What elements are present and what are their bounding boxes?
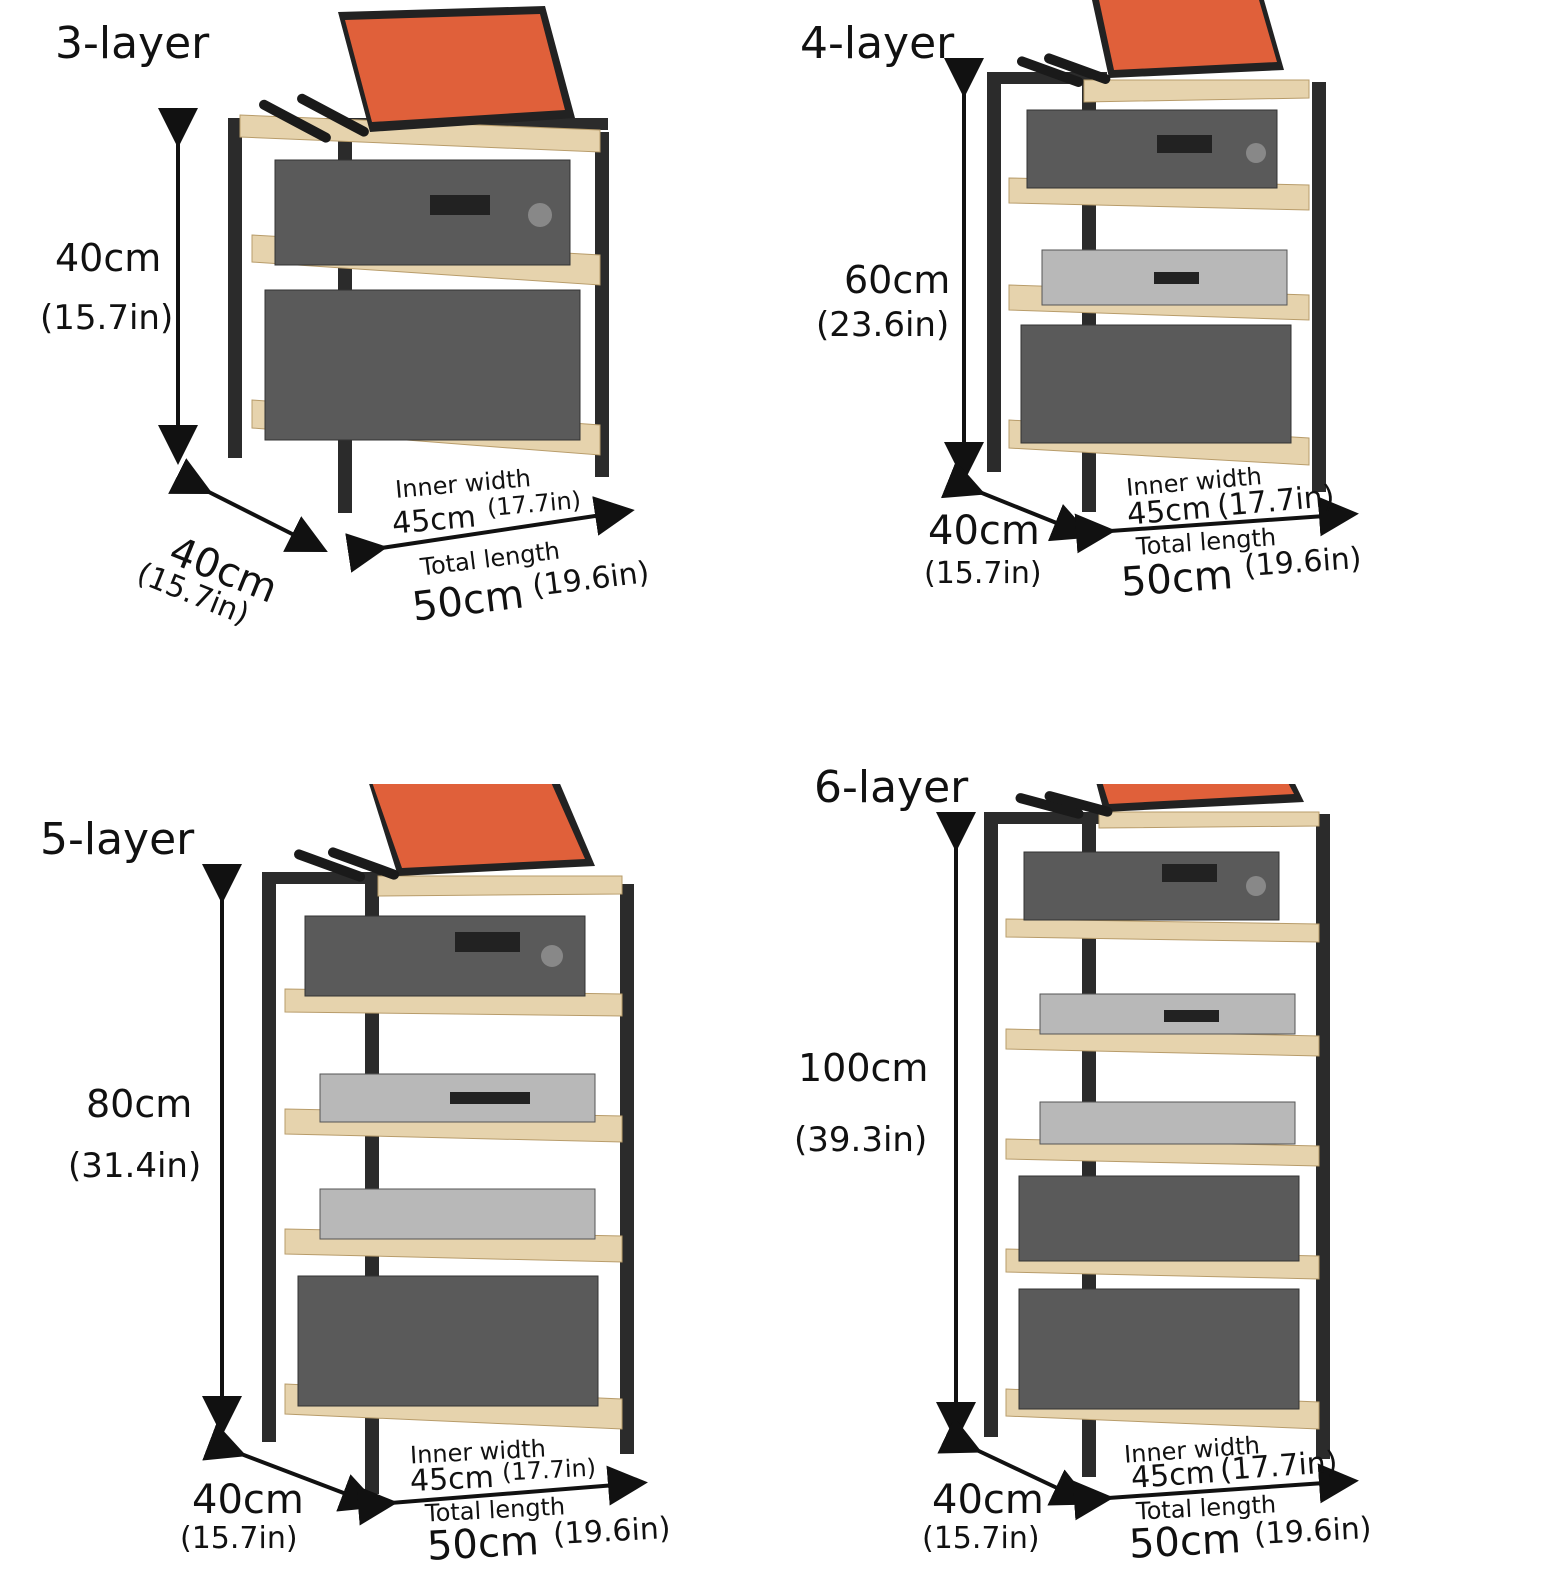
receiver-device: [1026, 109, 1278, 189]
total-length-value-in: (19.6in): [1253, 1510, 1373, 1553]
depth-value: 40cm: [928, 508, 1040, 554]
height-value: 100cm: [798, 1046, 929, 1090]
amplifier-device: [1018, 1175, 1300, 1262]
microphone: [1015, 793, 1084, 819]
total-length-value: 50cm: [425, 1518, 540, 1570]
inner-width-value-in: (17.7in): [501, 1453, 597, 1487]
receiver-device: [1023, 851, 1280, 921]
rack-4-layer-illustration: [940, 0, 1359, 554]
inner-width-value: 45cm: [1125, 490, 1213, 533]
length-arrow: [1074, 496, 1359, 554]
depth-value-in: (15.7in): [922, 1521, 1040, 1556]
rack-4-layer: 4-layer 60cm (23.6in) 40cm (15.7in) Inne…: [784, 0, 1568, 784]
layer-title: 4-layer: [800, 18, 955, 69]
frame: [984, 812, 1330, 1477]
length-arrow: [356, 1465, 648, 1526]
height-value-in: (23.6in): [816, 305, 950, 345]
layer-title: 5-layer: [40, 814, 195, 865]
rack-6-layer-illustration: [936, 784, 1359, 1521]
height-value-in: (15.7in): [40, 298, 174, 338]
layer-title: 6-layer: [814, 762, 969, 813]
layer-title: 3-layer: [55, 18, 210, 69]
total-length-value: 50cm: [1127, 1516, 1242, 1568]
length-arrow: [345, 496, 635, 573]
depth-value: 40cm: [192, 1477, 304, 1523]
height-value: 80cm: [86, 1082, 193, 1126]
rack-5-layer-illustration: [202, 784, 648, 1526]
depth-value: 40cm: [932, 1477, 1044, 1523]
microphone: [293, 849, 366, 882]
microphone: [1016, 56, 1084, 87]
receiver-device: [274, 159, 571, 266]
length-arrow: [1072, 1463, 1359, 1521]
height-value: 40cm: [55, 236, 162, 280]
rack-5-layer: 5-layer 80cm (31.4in) 40cm (15.7in) Inne…: [0, 784, 784, 1570]
depth-arrow: [168, 458, 328, 553]
amplifier-device: [264, 289, 581, 441]
amplifier-device: [297, 1275, 599, 1407]
amplifier-device-2: [1018, 1288, 1300, 1410]
player-device-2: [1039, 1101, 1296, 1145]
height-value-in: (31.4in): [68, 1146, 202, 1186]
inner-width-value: 45cm: [1129, 1455, 1217, 1496]
total-length-value-in: (19.6in): [552, 1510, 672, 1553]
depth-arrow: [202, 1423, 381, 1512]
player-device-2: [319, 1188, 596, 1240]
receiver-device: [304, 915, 586, 997]
depth-arrow: [937, 1417, 1093, 1506]
amplifier-device: [1020, 324, 1292, 444]
depth-value-in: (15.7in): [180, 1521, 298, 1556]
inner-width-value: 45cm: [409, 1459, 495, 1500]
microphone: [259, 99, 331, 143]
height-value: 60cm: [844, 258, 951, 302]
depth-value-in: (15.7in): [924, 556, 1042, 591]
total-length-value: 50cm: [1119, 552, 1235, 606]
height-value-in: (39.3in): [794, 1120, 928, 1160]
rack-6-layer: 6-layer 100cm (39.3in) 40cm (15.7in) Inn…: [784, 762, 1568, 1568]
rack-3-layer: 3-layer 40cm (15.7in) 40cm (15.7in) Inne…: [0, 0, 784, 784]
depth-arrow: [940, 460, 1093, 542]
inner-width-value: 45cm: [390, 499, 478, 542]
rack-3-layer-illustration: [158, 6, 635, 573]
